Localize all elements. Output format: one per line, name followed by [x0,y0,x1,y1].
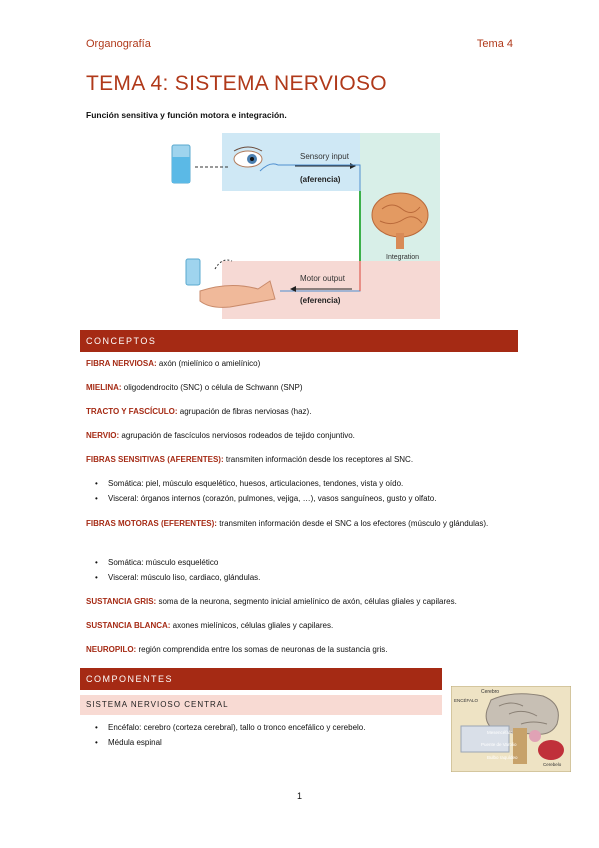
term-blanca: SUSTANCIA BLANCA: [86,621,171,630]
list-item: Visceral: órganos internos (corazón, pul… [95,492,437,506]
concept-motoras: FIBRAS MOTORAS (EFERENTES): transmiten i… [86,517,518,531]
integration-label: Integration [386,254,419,261]
concept-sensitivas: FIBRAS SENSITIVAS (AFERENTES): transmite… [86,453,518,467]
text-tracto: agrupación de fibras nerviosas (haz). [177,407,312,416]
term-nervio: NERVIO: [86,431,120,440]
label-mesencefalo: Mesencéfalo [487,730,513,735]
label-cerebro: Cerebro [481,689,499,695]
term-tracto: TRACTO Y FASCÍCULO: [86,407,178,416]
text-gris: soma de la neurona, segmento inicial ami… [156,597,457,606]
afferent-label: (aferencia) [300,175,341,184]
list-item: Médula espinal [95,736,162,750]
label-encefalo: ENCÉFALO [454,697,479,703]
label-puente: Puente de Varolio [481,742,517,747]
text-motoras: transmiten información desde el SNC a lo… [216,519,489,528]
motor-output-label: Motor output [300,274,346,283]
text-mielina: oligodendrocito (SNC) o célula de Schwan… [121,383,303,392]
concept-neuropilo: NEUROPILO: región comprendida entre los … [86,643,518,657]
header-right: Tema 4 [476,38,513,50]
term-gris: SUSTANCIA GRIS: [86,597,157,606]
brainstem-panel [460,725,510,753]
cerebellum-shape [538,740,564,760]
concept-fibra: FIBRA NERVIOSA: axón (mielínico o amielí… [86,357,518,371]
midbrain-shape [529,730,541,742]
text-nervio: agrupación de fascículos nerviosos rodea… [119,431,355,440]
glass-icon [171,144,191,184]
list-item: Somática: piel, músculo esquelético, hue… [95,477,403,491]
concept-nervio: NERVIO: agrupación de fascículos nervios… [86,429,518,443]
concept-gris: SUSTANCIA GRIS: soma de la neurona, segm… [86,595,518,609]
page-subtitle: Función sensitiva y función motora e int… [86,110,287,120]
brainstem-shape [513,728,527,764]
subsection-snc: SISTEMA NERVIOSO CENTRAL [80,695,442,715]
eye-icon [233,146,263,168]
sensory-input-label: Sensory input [300,152,350,161]
efferent-label: (eferencia) [300,296,341,305]
brain-anatomy-figure: Cerebro ENCÉFALO Mesencéfalo Puente de V… [451,686,571,772]
concept-mielina: MIELINA: oligodendrocito (SNC) o célula … [86,381,518,395]
text-sensitivas: transmiten información desde los recepto… [223,455,414,464]
label-bulbo: Bulbo raquídeo [487,755,518,760]
list-item: Somática: músculo esquelético [95,556,218,570]
motor-arrowhead [290,286,296,292]
term-motoras: FIBRAS MOTORAS (EFERENTES): [86,519,217,528]
concept-tracto: TRACTO Y FASCÍCULO: agrupación de fibras… [86,405,518,419]
sensory-nerve [259,163,279,172]
nervous-function-figure: Sensory input (aferencia) Integration Mo… [171,133,440,319]
cerebrum-gyri [498,702,548,725]
page-title: TEMA 4: SISTEMA NERVIOSO [86,72,387,95]
header-left: Organografía [86,38,151,50]
text-fibra: axón (mielínico o amielínico) [156,359,261,368]
list-item: Encéfalo: cerebro (corteza cerebral), ta… [95,721,365,735]
arm-icon [185,258,276,308]
text-blanca: axones mielínicos, células gliales y cap… [170,621,334,630]
section-conceptos: CONCEPTOS [80,330,518,352]
list-item: Visceral: músculo liso, cardiaco, glándu… [95,571,260,585]
term-fibra: FIBRA NERVIOSA: [86,359,157,368]
term-sensitivas: FIBRAS SENSITIVAS (AFERENTES): [86,455,224,464]
brain-icon [371,192,429,249]
page-number: 1 [296,791,302,801]
concept-blanca: SUSTANCIA BLANCA: axones mielínicos, cél… [86,619,518,633]
text-neuropilo: región comprendida entre los somas de ne… [136,645,388,654]
label-cerebelo: Cerebelo [543,762,562,767]
term-mielina: MIELINA: [86,383,122,392]
term-neuropilo: NEUROPILO: [86,645,137,654]
section-componentes: COMPONENTES [80,668,442,690]
